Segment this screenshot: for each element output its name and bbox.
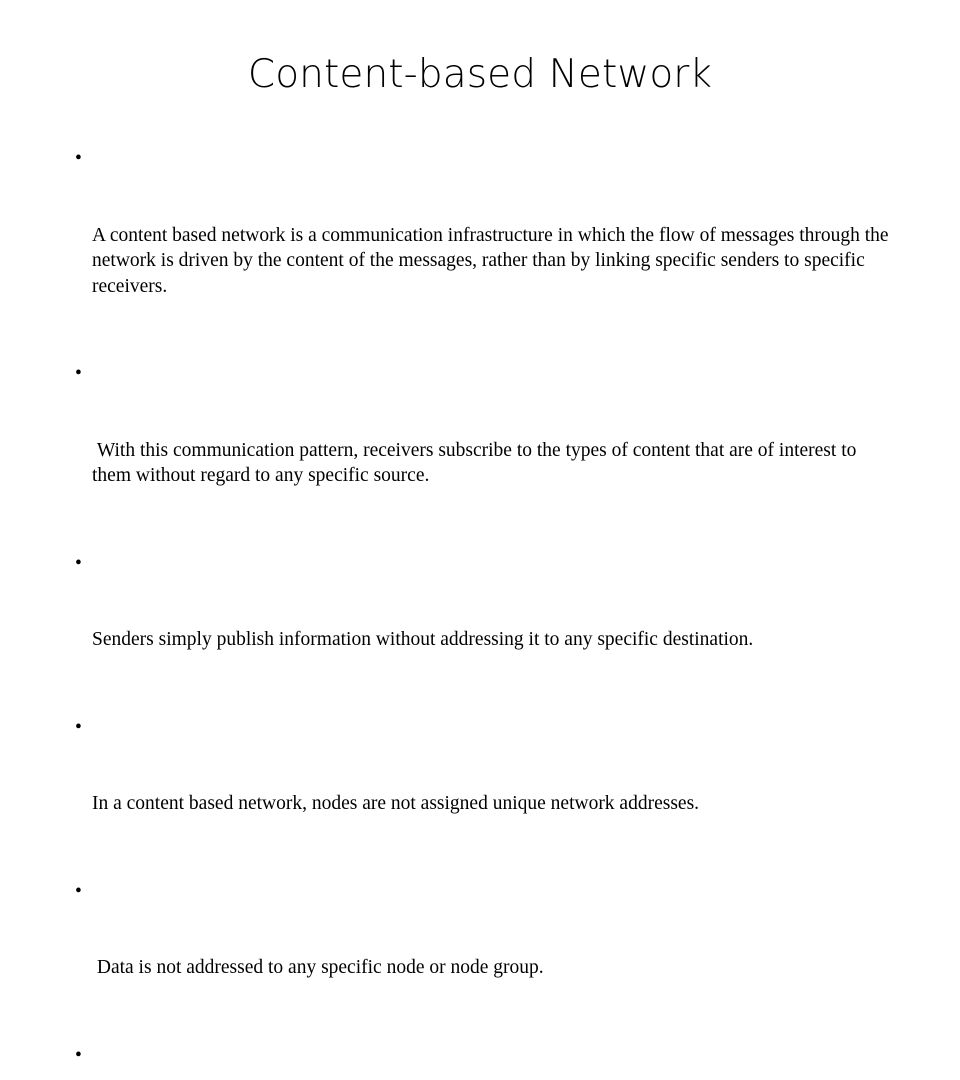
bullet-item: • Senders simply publish information wit… xyxy=(70,551,894,704)
bullet-point-icon: • xyxy=(75,1043,87,1069)
bullet-item: • A content based network is a communica… xyxy=(70,146,894,350)
bullet-text: Senders simply publish information witho… xyxy=(92,627,894,653)
bullet-point-icon: • xyxy=(75,715,87,741)
bullet-item: • In a content based network, nodes are … xyxy=(70,715,894,868)
bullet-text: With this communication pattern, receive… xyxy=(92,438,894,489)
bullet-item: • Data is not addressed to any specific … xyxy=(70,879,894,1032)
bullet-item: • Instead, each node advertises a receiv… xyxy=(70,1043,894,1080)
bullet-point-icon: • xyxy=(75,879,87,905)
bullet-text: In a content based network, nodes are no… xyxy=(92,791,894,817)
bullet-text: Data is not addressed to any specific no… xyxy=(92,955,894,981)
bullet-text: A content based network is a communicati… xyxy=(92,223,894,300)
slide-title: Content-based Network xyxy=(0,52,960,98)
presentation-slide: Content-based Network • A content based … xyxy=(0,0,960,540)
bullet-item: • With this communication pattern, recei… xyxy=(70,361,894,540)
bullet-point-icon: • xyxy=(75,551,87,577)
bullet-point-icon: • xyxy=(75,361,87,387)
bullet-list: • A content based network is a communica… xyxy=(70,146,894,1080)
bullet-point-icon: • xyxy=(75,146,87,172)
